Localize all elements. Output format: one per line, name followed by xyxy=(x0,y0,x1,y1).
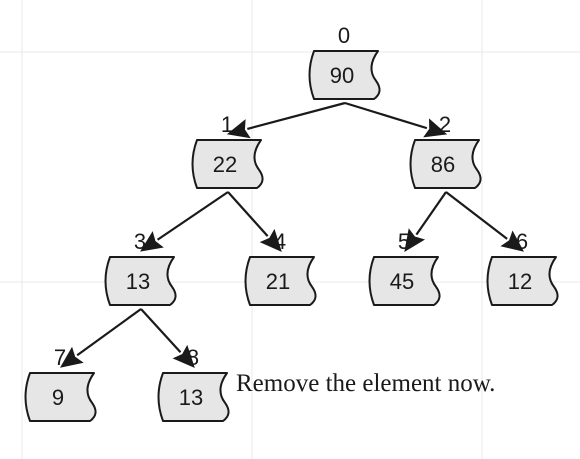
tree-node: 90 0 xyxy=(308,23,381,100)
node-value: 13 xyxy=(179,385,203,410)
node-box-shape xyxy=(104,256,177,306)
tree-edges xyxy=(60,101,524,368)
node-index-label: 3 xyxy=(134,229,146,254)
node-box-shape xyxy=(368,256,441,306)
node-box-shape xyxy=(24,372,97,422)
node-index-label: 0 xyxy=(338,23,350,48)
arrow-head-icon xyxy=(423,118,448,138)
tree-edge xyxy=(227,191,269,237)
node-index-label: 6 xyxy=(516,229,528,254)
arrow-head-icon xyxy=(259,228,282,252)
node-value: 45 xyxy=(390,269,414,294)
node-value: 13 xyxy=(126,269,150,294)
node-box-shape xyxy=(191,139,264,189)
node-index-label: 5 xyxy=(398,229,410,254)
arrow-head-icon xyxy=(404,228,426,253)
instruction-message: Remove the element now. xyxy=(236,370,495,397)
node-box-shape xyxy=(244,256,317,306)
node-value: 90 xyxy=(330,63,354,88)
tree-node: 13 8 xyxy=(157,345,230,422)
tree-node: 21 4 xyxy=(244,229,317,306)
node-value: 12 xyxy=(508,269,532,294)
tree-edge xyxy=(76,308,142,357)
node-value: 9 xyxy=(52,385,64,410)
tree-edge xyxy=(247,101,346,130)
tree-node: 12 6 xyxy=(486,229,559,306)
arrow-head-icon xyxy=(60,346,84,368)
node-index-label: 7 xyxy=(54,345,66,370)
node-index-label: 4 xyxy=(274,229,286,254)
node-value: 86 xyxy=(431,152,455,177)
node-box-shape xyxy=(308,50,381,100)
tree-node: 86 2 xyxy=(409,112,482,189)
node-index-label: 2 xyxy=(439,112,451,137)
tree-edge xyxy=(344,101,428,130)
tree-edge xyxy=(415,191,447,236)
tree-node: 22 1 xyxy=(191,112,264,189)
node-index-label: 1 xyxy=(221,112,233,137)
tree-node: 13 3 xyxy=(104,229,177,306)
node-value: 22 xyxy=(213,152,237,177)
node-value: 21 xyxy=(266,269,290,294)
tree-edge xyxy=(156,191,229,241)
arrow-head-icon xyxy=(226,119,251,139)
tree-node: 97 xyxy=(24,345,97,422)
node-box-shape xyxy=(157,372,230,422)
tree-node: 45 5 xyxy=(368,229,441,306)
tree-edge xyxy=(445,191,508,240)
tree-edge xyxy=(140,308,182,353)
arrow-head-icon xyxy=(139,231,164,252)
node-box-shape xyxy=(486,256,559,306)
node-index-label: 8 xyxy=(187,345,199,370)
arrow-head-icon xyxy=(500,230,524,252)
arrow-head-icon xyxy=(172,344,195,368)
node-box-shape xyxy=(409,139,482,189)
